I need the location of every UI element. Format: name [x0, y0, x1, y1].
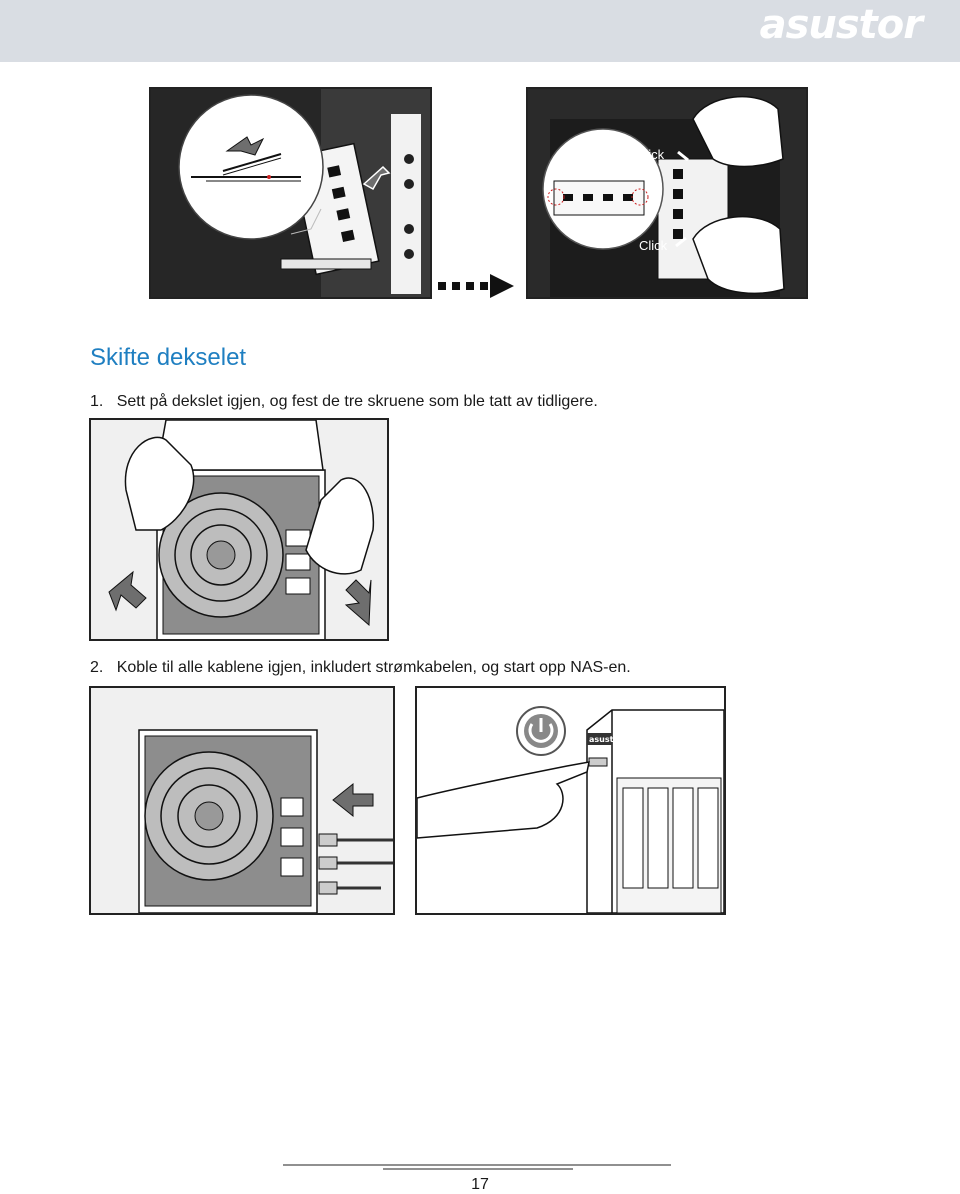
asustor-logo: asustor — [759, 2, 923, 48]
nas-badge: asustor — [589, 735, 623, 744]
figure-cover-replace — [89, 418, 389, 641]
page-number: 17 — [471, 1176, 489, 1193]
section-title: Skifte dekselet — [90, 344, 247, 371]
figure-ram-insert — [149, 87, 432, 299]
sequence-arrow-icon — [438, 274, 514, 298]
figure-ram-click: Click Click — [526, 87, 808, 299]
step-1: 1. Sett på dekslet igjen, og fest de tre… — [90, 393, 598, 411]
step-2-number: 2. — [90, 659, 104, 676]
figure-power-on: asustor — [415, 686, 726, 915]
step-1-number: 1. — [90, 393, 104, 410]
click-label-bottom: Click — [639, 238, 668, 253]
click-label-top: Click — [636, 147, 665, 162]
step-2-text: Koble til alle kablene igjen, inkludert … — [116, 659, 631, 676]
figure-reconnect-cables — [89, 686, 395, 915]
step-1-text: Sett på dekslet igjen, og fest de tre sk… — [116, 393, 598, 410]
power-icon — [524, 714, 558, 748]
step-2: 2. Koble til alle kablene igjen, inklude… — [90, 659, 631, 677]
page-header: asustor — [0, 0, 960, 62]
footer-divider — [283, 1164, 671, 1170]
